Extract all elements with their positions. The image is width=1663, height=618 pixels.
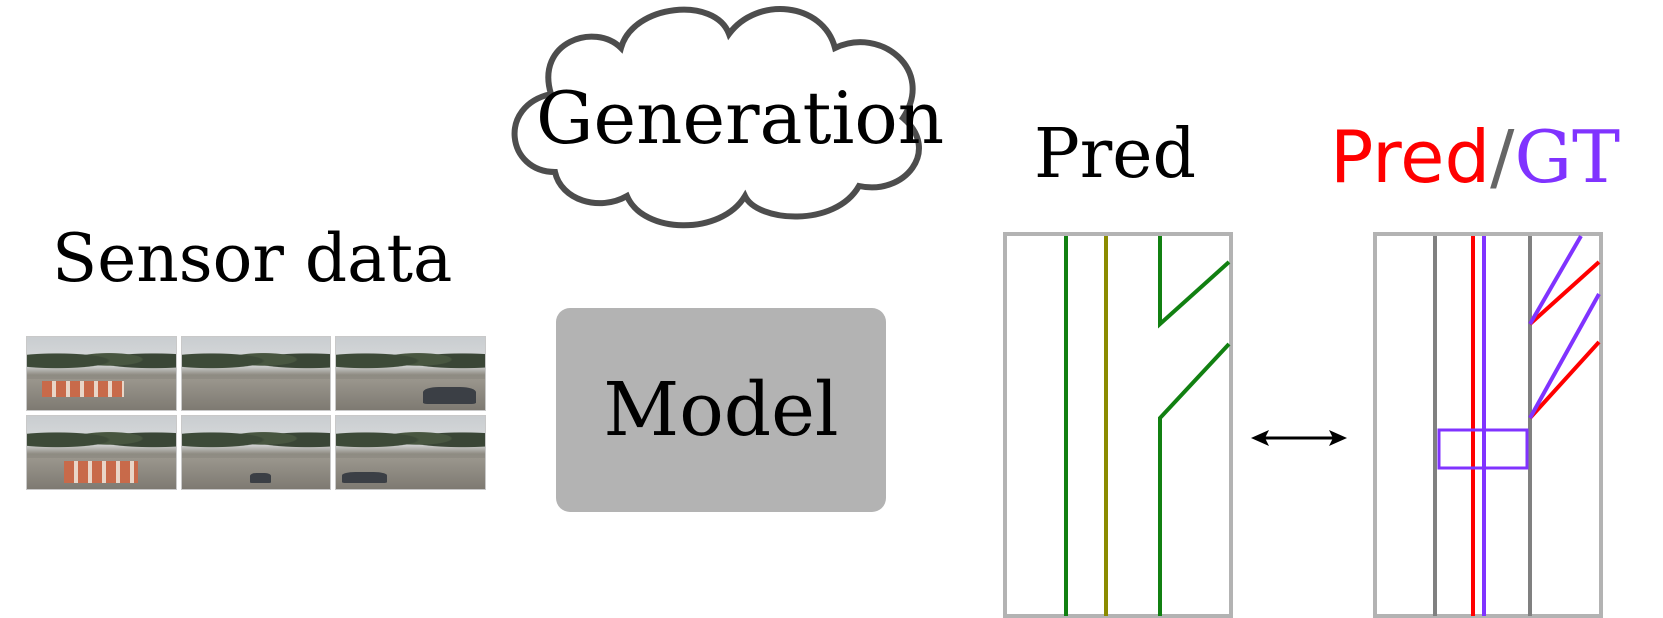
model-label: Model bbox=[603, 367, 839, 453]
pred-gt-slash: / bbox=[1490, 115, 1515, 199]
camera-image bbox=[26, 336, 177, 411]
pred-gt-gt-label: GT bbox=[1514, 115, 1620, 199]
pred-map-panel bbox=[1003, 232, 1233, 618]
camera-image bbox=[26, 415, 177, 490]
sensor-data-title: Sensor data bbox=[52, 220, 453, 297]
cloud-icon bbox=[511, 6, 922, 229]
gt-branch-purple-upper bbox=[1528, 234, 1583, 326]
pred-lane-green-merge bbox=[1158, 342, 1231, 616]
camera-image bbox=[180, 336, 332, 411]
double-arrow-icon bbox=[1251, 430, 1347, 446]
pred-branch-red-upper bbox=[1528, 260, 1601, 326]
gt-crossing-box bbox=[1437, 428, 1529, 470]
camera-image bbox=[180, 415, 332, 490]
pred-lane-green-branch bbox=[1158, 236, 1231, 329]
gt-branch-purple-lower bbox=[1528, 293, 1601, 419]
generation-label: Generation bbox=[536, 76, 945, 160]
camera-image bbox=[335, 336, 486, 411]
pred-map-frame bbox=[1003, 232, 1233, 618]
pred-title: Pred bbox=[1034, 115, 1197, 194]
pred-gt-pred-label: Pred bbox=[1330, 115, 1491, 199]
pred-gt-map-panel bbox=[1373, 232, 1603, 618]
camera-image bbox=[335, 415, 486, 490]
pred-branch-red-lower bbox=[1528, 340, 1601, 420]
pred-gt-title: Pred/GT bbox=[1330, 121, 1620, 193]
pred-gt-map-frame bbox=[1373, 232, 1603, 618]
model-box: Model bbox=[556, 308, 886, 512]
sensor-thumbnails bbox=[26, 336, 486, 490]
